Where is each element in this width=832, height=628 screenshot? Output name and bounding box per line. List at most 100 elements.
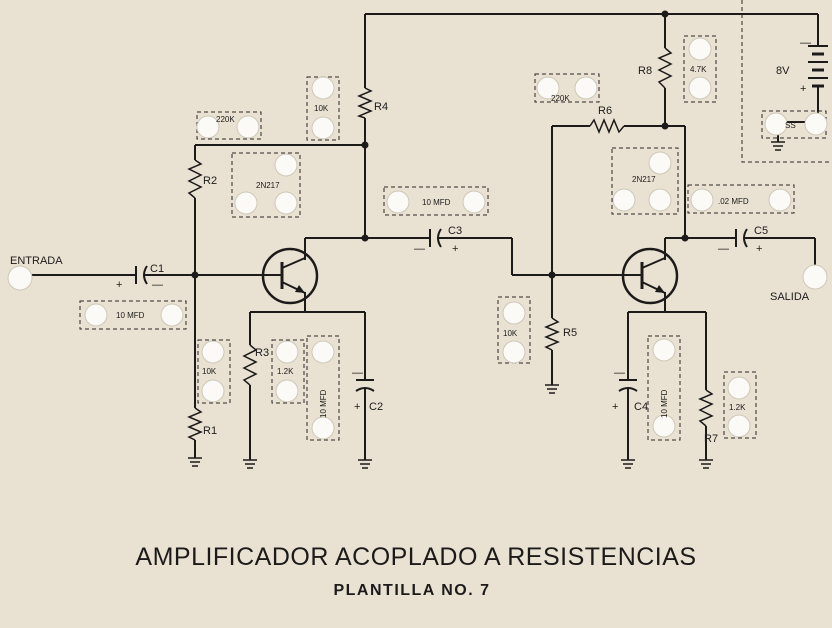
r7-value-label: 1.2K [729, 403, 746, 412]
resistor-r7-symbol [698, 389, 714, 427]
mounting-hole [768, 188, 792, 212]
mounting-holes [7, 37, 828, 440]
ground-icon [621, 459, 635, 469]
input-terminal-hole[interactable] [7, 265, 33, 291]
capacitor-c5-symbol [735, 228, 748, 248]
component-placement-boxes [79, 35, 827, 441]
c3-plus-mark: + [452, 243, 458, 255]
placement-box-c2 [306, 335, 340, 441]
transistor-q1-symbol [261, 247, 319, 305]
resistor-r3-symbol [242, 344, 258, 386]
placement-box-c4 [647, 335, 681, 441]
battery-plus-mark: + [800, 83, 806, 95]
r6-value-label: 220K [551, 94, 570, 103]
mounting-hole [311, 416, 335, 440]
c5-minus-mark: — [718, 243, 729, 255]
r2-value-label: 220K [216, 115, 235, 124]
r3-value-label: 1.2K [277, 367, 294, 376]
c5-ref-label: C5 [754, 225, 768, 237]
capacitor-c4-symbol [618, 379, 638, 392]
capacitor-c2-symbol [355, 379, 375, 392]
r8-value-label: 4.7K [690, 65, 707, 74]
ground-icon [358, 459, 372, 469]
c5-plus-mark: + [756, 243, 762, 255]
mounting-hole [648, 151, 672, 175]
r6-ref-label: R6 [598, 105, 612, 117]
resistor-r6-symbol [589, 118, 625, 134]
c2-ref-label: C2 [369, 401, 383, 413]
c1-ref-label: C1 [150, 263, 164, 275]
mounting-hole [727, 414, 751, 438]
resistor-r1-symbol [187, 407, 203, 441]
r1-ref-label: R1 [203, 425, 217, 437]
resistor-r5-symbol [544, 317, 560, 351]
placement-box-r7 [723, 371, 757, 439]
mounting-hole [311, 76, 335, 100]
switch-label: SS [785, 121, 796, 130]
battery-symbol [808, 45, 828, 88]
battery-minus-mark: — [800, 37, 811, 49]
ground-icon [188, 457, 202, 467]
c2-value-label: 10 MFD [319, 389, 328, 418]
ground-icon [699, 459, 713, 469]
r7-ref-label: R7 [704, 433, 718, 445]
labels: ENTRADA SALIDA 8V SS R4 R2 R1 R3 R8 R6 R… [10, 37, 811, 445]
mounting-hole [311, 340, 335, 364]
mounting-hole [386, 190, 410, 214]
c3-ref-label: C3 [448, 225, 462, 237]
c1-value-label: 10 MFD [116, 311, 145, 320]
c1-minus-mark: — [152, 279, 163, 291]
placement-box-q2 [611, 147, 679, 215]
mounting-hole [311, 116, 335, 140]
r1-value-label: 10K [202, 367, 217, 376]
c4-ref-label: C4 [634, 401, 648, 413]
mounting-hole [688, 76, 712, 100]
placement-box-r8 [683, 35, 717, 103]
placement-box-r1 [197, 339, 231, 404]
mounting-hole [201, 379, 225, 403]
r2-ref-label: R2 [203, 175, 217, 187]
mounting-hole [201, 340, 225, 364]
ground-icon [545, 384, 559, 394]
resistor-r2-symbol [187, 159, 203, 199]
wires [30, 13, 819, 460]
mounting-hole [690, 188, 714, 212]
junction-dots [191, 10, 689, 279]
junction-dot [361, 234, 369, 242]
c1-plus-mark: + [116, 279, 122, 291]
ground-symbols [188, 141, 785, 469]
capacitor-c3-symbol [429, 228, 442, 248]
r4-ref-label: R4 [374, 101, 388, 113]
mounting-hole [574, 76, 598, 100]
placement-box-r6 [534, 73, 600, 103]
junction-dot [661, 10, 669, 18]
junction-dot [548, 271, 556, 279]
resistor-r8-symbol [657, 47, 673, 89]
capacitor-c1-symbol [135, 265, 148, 285]
battery-voltage-label: 8V [776, 65, 790, 77]
mounting-hole [612, 188, 636, 212]
mounting-hole [196, 115, 220, 139]
placement-box-c1 [79, 300, 187, 330]
junction-dot [361, 141, 369, 149]
placement-box-q1 [231, 152, 301, 218]
diagram-subtitle: PLANTILLA NO. 7 [333, 582, 490, 599]
c2-minus-mark: — [352, 367, 363, 379]
r4-value-label: 10K [314, 104, 329, 113]
mounting-hole [727, 376, 751, 400]
r5-value-label: 10K [503, 329, 518, 338]
mounting-hole [502, 301, 526, 325]
mounting-hole [274, 191, 298, 215]
q1-value-label: 2N217 [256, 181, 280, 190]
mounting-hole [804, 112, 828, 136]
mounting-hole [462, 190, 486, 214]
resistor-r4-symbol [356, 87, 373, 119]
c3-minus-mark: — [414, 243, 425, 255]
mounting-hole [84, 303, 108, 327]
mounting-hole [652, 338, 676, 362]
mounting-hole [234, 191, 258, 215]
output-terminal-hole[interactable] [802, 264, 828, 290]
placement-box-c3 [383, 186, 489, 216]
